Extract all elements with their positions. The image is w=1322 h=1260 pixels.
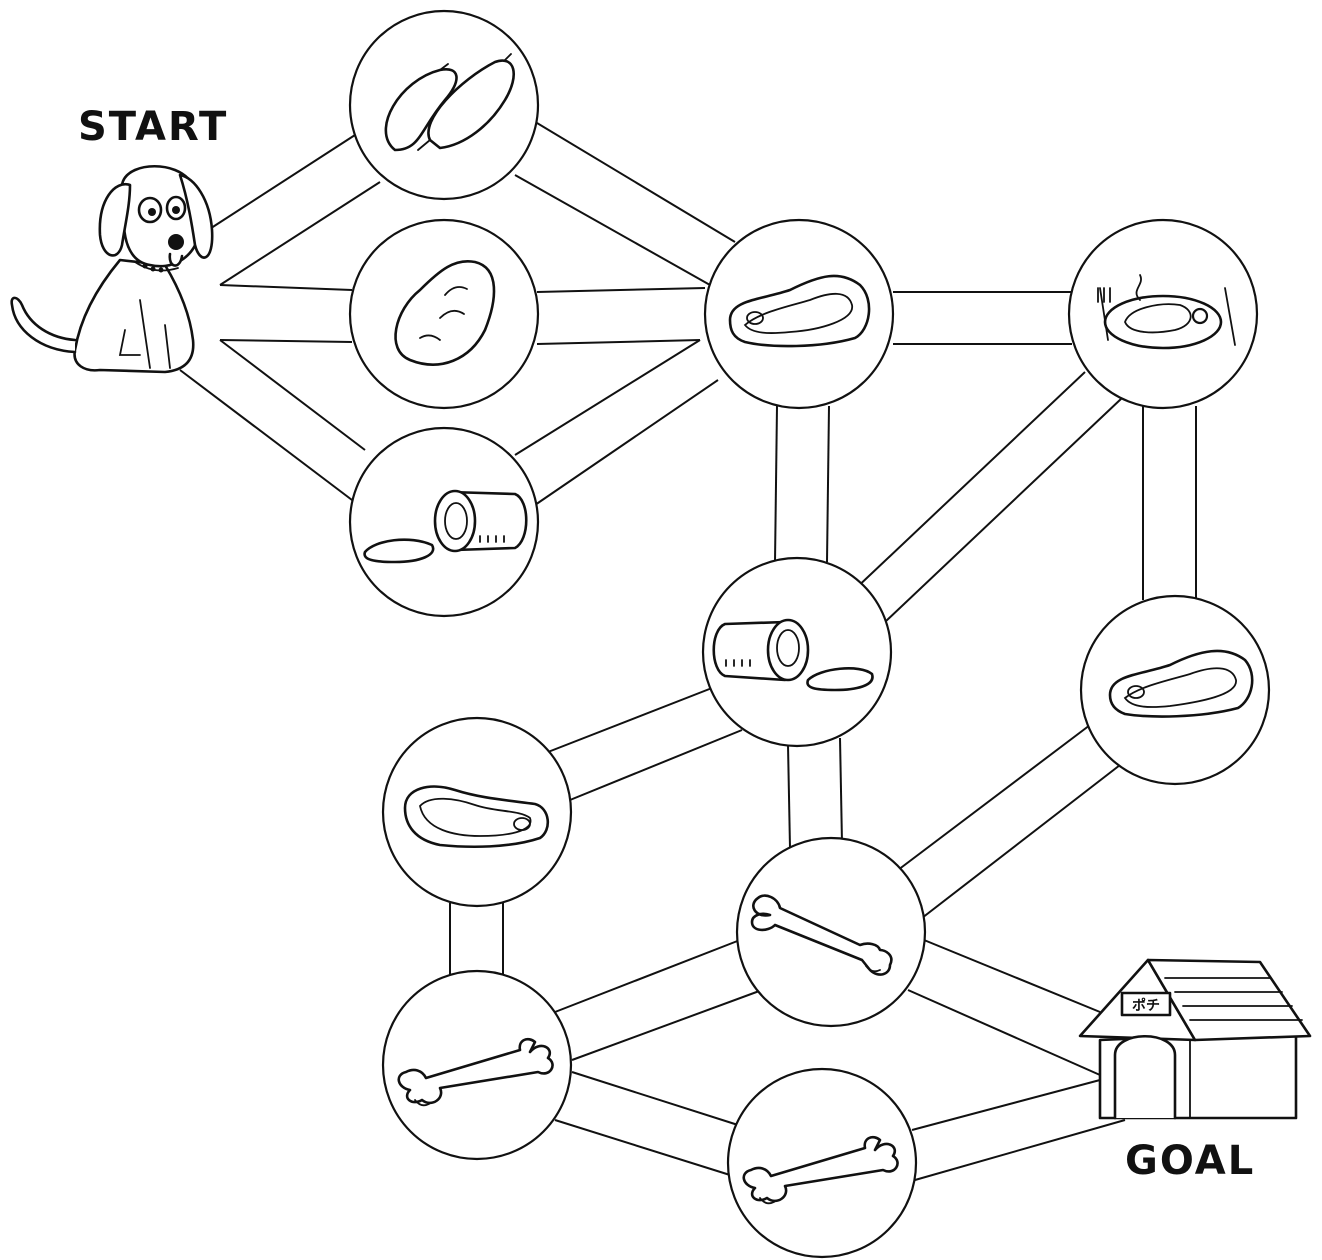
- bone-icon: [397, 1037, 554, 1107]
- node-bone-c: [726, 1067, 918, 1259]
- node-steak-a: [703, 218, 895, 410]
- node-ham-b: [701, 556, 893, 748]
- steak-icon: [728, 274, 871, 348]
- bone-icon: [750, 894, 893, 976]
- node-bread: [348, 218, 540, 410]
- dog-icon: [10, 164, 214, 374]
- node-steak-dinner: [1067, 218, 1259, 410]
- node-ham-a: [348, 426, 540, 618]
- node-bone-a: [735, 836, 927, 1028]
- node-sausage: [348, 9, 540, 201]
- ham-icon: [712, 618, 874, 692]
- bread-icon: [394, 259, 496, 366]
- steak-dinner-plate-icon: [1097, 274, 1236, 350]
- maze-paths: [179, 122, 1197, 1181]
- goal-label: GOAL: [1125, 1138, 1256, 1184]
- bone-icon: [742, 1135, 899, 1205]
- sausage-icon: [384, 53, 515, 152]
- node-bone-b: [381, 969, 573, 1161]
- ham-icon: [363, 489, 528, 564]
- steak-icon: [1108, 649, 1254, 718]
- steak-icon: [403, 785, 549, 849]
- doghouse-icon: [1078, 958, 1312, 1120]
- doghouse-sign: ポチ: [1132, 997, 1160, 1014]
- node-steak-c: [381, 716, 573, 908]
- start-label: START: [78, 104, 229, 150]
- node-steak-b: [1079, 594, 1271, 786]
